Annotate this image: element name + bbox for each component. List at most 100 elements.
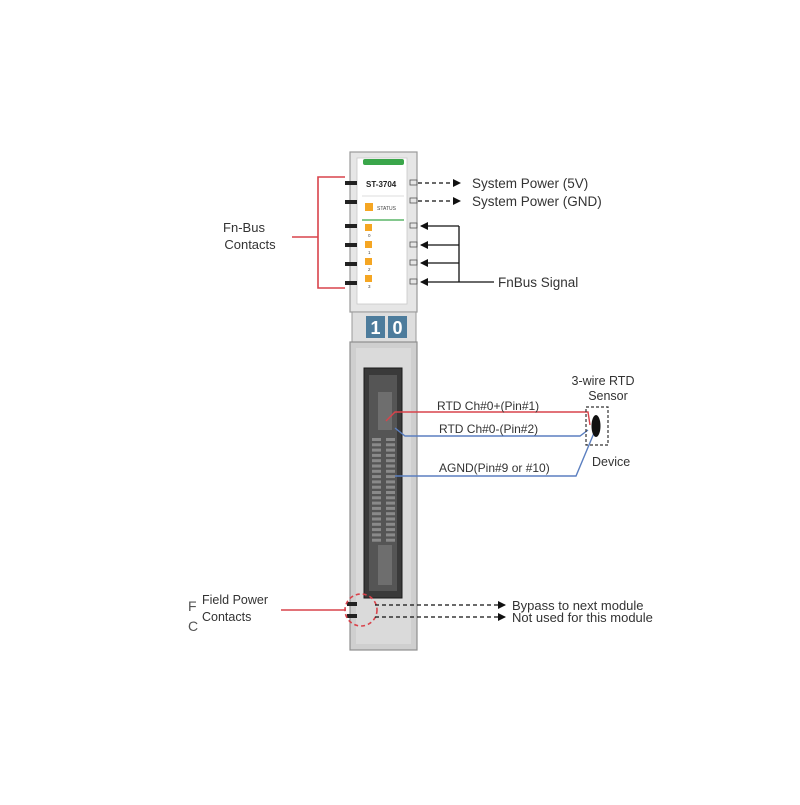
connector-pin (372, 459, 381, 463)
connector-pin (372, 491, 381, 494)
field-power-label-line2: Contacts (202, 610, 251, 624)
connector-pin (386, 480, 395, 484)
address-digit-2: 0 (392, 318, 402, 338)
connector-pin-grid (372, 438, 395, 542)
connector-pin (386, 496, 395, 500)
connector-pin (386, 459, 395, 463)
system-power-5v-label: System Power (5V) (472, 176, 588, 191)
channel-led-0 (365, 224, 372, 231)
status-led-label: STATUS (377, 206, 397, 212)
address-digit-box-1 (366, 316, 385, 338)
rtd-pin2-label: RTD Ch#0-(Pin#2) (439, 422, 538, 436)
module-housing-bottom (344, 341, 418, 651)
fnbus-contacts-label-line1: Fn-Bus (223, 220, 265, 235)
connector-pin (372, 512, 381, 516)
fnbus-contact-pin (345, 181, 357, 185)
channel-led-2 (365, 258, 372, 265)
rtd-sensor-label-line2: Sensor (588, 389, 628, 403)
address-display: 1 0 (351, 311, 417, 343)
module-green-stripe (363, 159, 404, 165)
connector-pin (386, 506, 395, 510)
connector-pin (386, 533, 395, 537)
right-contact (409, 179, 418, 186)
connector-pin (386, 469, 395, 473)
connector-pin (386, 464, 395, 468)
device-label: Device (592, 455, 630, 469)
connector-pin (372, 501, 381, 505)
fnbus-contact-pin (345, 200, 357, 204)
connector-pin (372, 506, 381, 510)
bypass-callout: Bypass to next module Not used for this … (375, 598, 653, 625)
module-housing-top: ST-3704 STATUS 0 1 2 3 (345, 151, 418, 313)
fnbus-contacts-label-line2: Contacts (224, 237, 276, 252)
right-contact (409, 197, 418, 204)
agnd-wire (395, 432, 595, 477)
fnbus-contact-pin (345, 224, 357, 228)
connector-pin (372, 469, 381, 473)
cutoff-letter-c: C (188, 618, 198, 634)
connector-pin (372, 453, 381, 457)
field-power-pin (347, 614, 357, 618)
bypass-label: Bypass to next module (512, 598, 644, 613)
connector-pin (372, 438, 381, 441)
status-led (365, 203, 373, 211)
channel-led-label-2: 2 (368, 267, 371, 272)
connector-pin (372, 464, 381, 468)
channel-led-3 (365, 275, 372, 282)
channel-led-1 (365, 241, 372, 248)
connector-pin (386, 485, 395, 489)
channel-led-label-3: 3 (368, 284, 371, 289)
connector-pin (372, 496, 381, 500)
connector-pin (386, 528, 395, 532)
connector-pin (386, 491, 395, 494)
rtd-sensor-element (591, 415, 601, 437)
connector-pin (386, 538, 395, 542)
connector-pin (372, 517, 381, 521)
connector-pin (386, 443, 395, 447)
fnbus-contact-pin (345, 262, 357, 266)
field-power-callout: F C Field Power Contacts (188, 593, 346, 634)
rtd-pin1-label: RTD Ch#0+(Pin#1) (437, 399, 539, 413)
fnbus-contact-pin (345, 281, 357, 285)
connector-pin (372, 528, 381, 532)
fnbus-signal-callout: FnBus Signal (420, 222, 578, 290)
right-contact (409, 222, 418, 229)
connector-pin (386, 475, 395, 479)
connector-pin (386, 438, 395, 441)
channel-led-label-1: 1 (368, 250, 371, 255)
rtd-sensor-device: 3-wire RTD Sensor Device (572, 374, 635, 469)
connector-pin (386, 512, 395, 516)
rtd-pin2-wire (394, 427, 589, 437)
connector-pin (386, 522, 395, 526)
fnbus-signal-label: FnBus Signal (498, 275, 578, 290)
connector-pin (372, 475, 381, 479)
fnbus-contacts-callout: Fn-Bus Contacts (223, 176, 345, 289)
rtd-pin1-wire (385, 411, 591, 426)
not-used-label: Not used for this module (512, 610, 653, 625)
module-model-label: ST-3704 (366, 180, 397, 189)
connector-pin (386, 453, 395, 457)
address-digit-1: 1 (370, 318, 380, 338)
rtd-sensor-label-line1: 3-wire RTD (572, 374, 635, 388)
fnbus-contact-pin (345, 243, 357, 247)
sensor-dashed-box (585, 406, 609, 446)
rtd-wiring: RTD Ch#0+(Pin#1) RTD Ch#0-(Pin#2) AGND(P… (385, 399, 595, 477)
system-power-gnd-label: System Power (GND) (472, 194, 602, 209)
field-power-pin (347, 602, 357, 606)
field-power-label-line1: Field Power (202, 593, 268, 607)
connector-pin (372, 448, 381, 452)
connector-pin (386, 501, 395, 505)
connector-pin (372, 538, 381, 542)
right-contact (409, 259, 418, 266)
connector-pin (372, 485, 381, 489)
right-contact (409, 241, 418, 248)
cutoff-letter-f: F (188, 598, 197, 614)
connector-pin (372, 480, 381, 484)
address-digit-box-2 (388, 316, 407, 338)
connector-pin (372, 522, 381, 526)
connector-pin (386, 448, 395, 452)
agnd-label: AGND(Pin#9 or #10) (439, 461, 550, 475)
connector-pin (372, 533, 381, 537)
